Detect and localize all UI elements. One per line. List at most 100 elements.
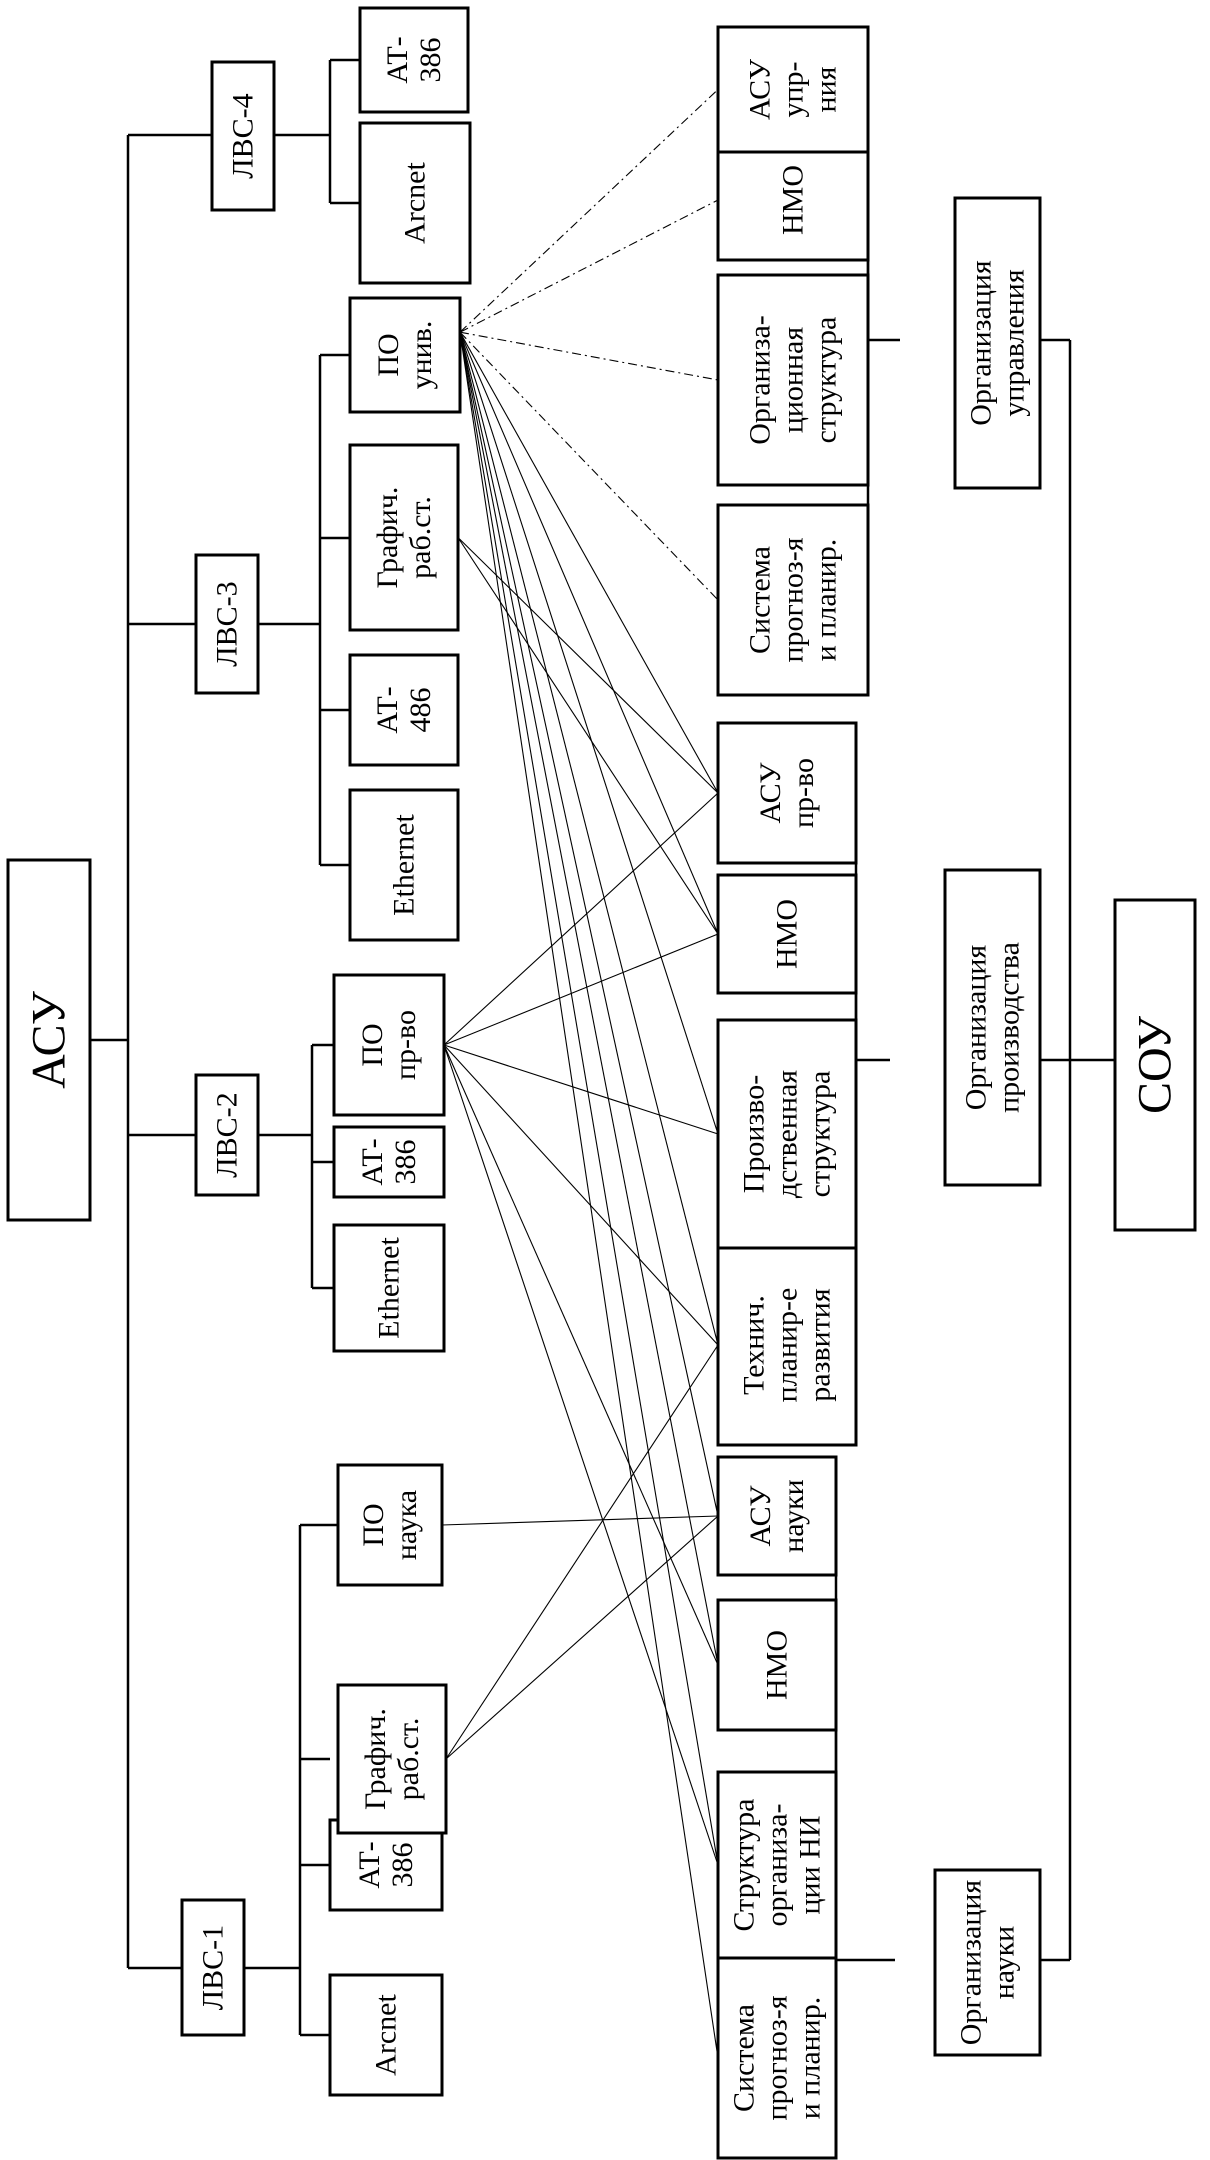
item-box-nmo3: НМО — [716, 138, 870, 262]
lan-box-lvs4-frame — [210, 60, 276, 212]
item-box-sp3-frame — [716, 503, 870, 697]
link-po_univ-to-asu_prvo — [459, 331, 719, 794]
lan-box-lvs4: ЛВС-4 — [210, 60, 276, 212]
link-graf3-to-nmo2 — [457, 537, 719, 935]
link-graf1-to-tech — [445, 1344, 719, 1760]
lan-box-lvs2-label-line: ЛВС-2 — [211, 1092, 244, 1177]
node-box-po_prvo-label-line: ПО — [356, 1023, 389, 1066]
link-po_prvo-to-proizv — [443, 1044, 719, 1135]
node-box-eth2: Ethernet — [332, 1223, 446, 1353]
link-po_prvo-to-asu_prvo — [443, 792, 719, 1046]
lan-box-lvs1-frame — [180, 1898, 246, 2037]
lan-box-lvs1-label-line: ЛВС-1 — [197, 1925, 230, 2010]
link-po_univ-to-struct_ni — [459, 332, 719, 1866]
item-box-asu_upr-frame — [716, 25, 870, 154]
org-box-org_nauka-label-line: Организация — [955, 1880, 988, 2046]
item-box-sp3-label-line: прогноз-я — [777, 537, 810, 662]
link-po_univ-to-tech — [459, 332, 719, 1346]
item-box-asu_nauki-frame — [716, 1455, 838, 1577]
item-box-sp1-label-line: и планир. — [794, 1997, 827, 2120]
item-box-struct_ni-frame — [716, 1770, 838, 1960]
lan-box-lvs2-frame — [194, 1073, 260, 1197]
item-box-sp1-label-line: прогноз-я — [761, 1995, 794, 2120]
link-po_univ-to-asu_nauki — [459, 332, 719, 1517]
node-box-eth2-frame — [332, 1223, 446, 1353]
node-box-at386b: АТ-386 — [332, 1125, 446, 1199]
item-box-nmo1: НМО — [716, 1598, 838, 1732]
item-box-orgstr-label-line: Организа- — [744, 315, 777, 445]
node-box-arcnet1-frame — [328, 1973, 444, 2097]
node-box-graf1-frame — [336, 1683, 448, 1835]
node-box-at486-frame — [348, 653, 460, 767]
link-graf3-to-asu_prvo — [457, 537, 719, 794]
item-box-sp1-frame — [716, 1956, 838, 2160]
target-sou-box-frame — [1113, 898, 1197, 1232]
root-asu-box-frame — [6, 858, 92, 1222]
link-po_prvo-to-nmo1 — [443, 1044, 719, 1666]
item-box-asu_upr-label-line: ния — [810, 66, 843, 112]
lan-box-lvs3: ЛВС-3 — [194, 553, 260, 695]
item-box-tech-label-line: развития — [804, 1288, 837, 1402]
item-box-struct_ni-label-line: ции НИ — [794, 1816, 827, 1915]
node-box-eth3: Ethernet — [348, 788, 460, 942]
node-box-graf1: Графич.раб.ст. — [336, 1683, 448, 1835]
item-box-asu_upr-label-line: упр- — [777, 61, 810, 117]
node-box-eth3-label-line: Ethernet — [388, 814, 421, 916]
node-box-po_prvo-label-line: пр-во — [389, 1010, 422, 1080]
item-box-asu_prvo-label-line: пр-во — [787, 758, 820, 828]
node-box-graf3: Графич.раб.ст. — [348, 443, 460, 632]
item-box-nmo2-label-line: НМО — [771, 899, 804, 969]
link-po_prvo-to-nmo2 — [443, 933, 719, 1046]
item-box-nmo1-frame — [716, 1598, 838, 1732]
node-box-at486: АТ-486 — [348, 653, 460, 767]
node-box-at486-label-line: 486 — [404, 688, 437, 733]
node-box-arcnet4-label-line: Arcnet — [399, 162, 432, 244]
org-box-org_nauka-frame — [933, 1868, 1042, 2057]
item-box-nmo2: НМО — [716, 873, 858, 995]
node-box-po_univ-label-line: ПО — [372, 333, 405, 376]
target-sou-box-label-line: СОУ — [1129, 1016, 1182, 1114]
node-box-at386c: АТ-386 — [358, 6, 470, 114]
item-box-struct_ni-label-line: организа- — [761, 1804, 794, 1927]
node-box-at386b-frame — [332, 1125, 446, 1199]
item-box-asu_nauki-label-line: науки — [777, 1479, 810, 1552]
item-box-proizv-label-line: Произво- — [738, 1075, 771, 1194]
org-box-org_upr-label-line: Организация — [965, 260, 998, 426]
lan-box-lvs3-label-line: ЛВС-3 — [211, 581, 244, 666]
link-po_univ-to-sp3 — [459, 331, 719, 601]
link-po_prvo-to-tech — [443, 1044, 719, 1346]
node-box-po_nauka-frame — [336, 1463, 444, 1587]
node-box-po_univ-label-line: унив. — [405, 321, 438, 390]
link-po_univ-to-nmo1 — [459, 332, 719, 1666]
org-box-org_prvo-frame — [943, 868, 1042, 1187]
item-box-orgstr-frame — [716, 273, 870, 487]
link-po_univ-to-proizv — [459, 332, 719, 1135]
org-box-org_upr-frame — [953, 196, 1042, 490]
lan-box-lvs1: ЛВС-1 — [180, 1898, 246, 2037]
node-box-at386b-label-line: АТ- — [356, 1138, 389, 1185]
node-box-arcnet4: Arcnet — [358, 121, 472, 285]
org-box-org_prvo-label-line: производства — [993, 942, 1026, 1113]
item-box-proizv-frame — [716, 1018, 858, 1250]
node-box-at386a: АТ-386 — [328, 1818, 444, 1912]
node-box-po_nauka-label-line: ПО — [357, 1503, 390, 1546]
item-box-proizv-label-line: дственная — [771, 1070, 804, 1198]
link-po_univ-to-nmo2 — [459, 331, 719, 935]
node-box-graf3-label-line: Графич. — [371, 487, 404, 589]
item-box-asu_nauki-label-line: АСУ — [744, 1485, 777, 1547]
link-po_univ-to-sp1 — [459, 332, 719, 2059]
node-box-at386a-label-line: 386 — [386, 1843, 419, 1888]
node-box-arcnet4-frame — [358, 121, 472, 285]
lan-box-lvs4-label-line: ЛВС-4 — [227, 93, 260, 178]
item-box-asu_prvo-frame — [716, 721, 858, 865]
